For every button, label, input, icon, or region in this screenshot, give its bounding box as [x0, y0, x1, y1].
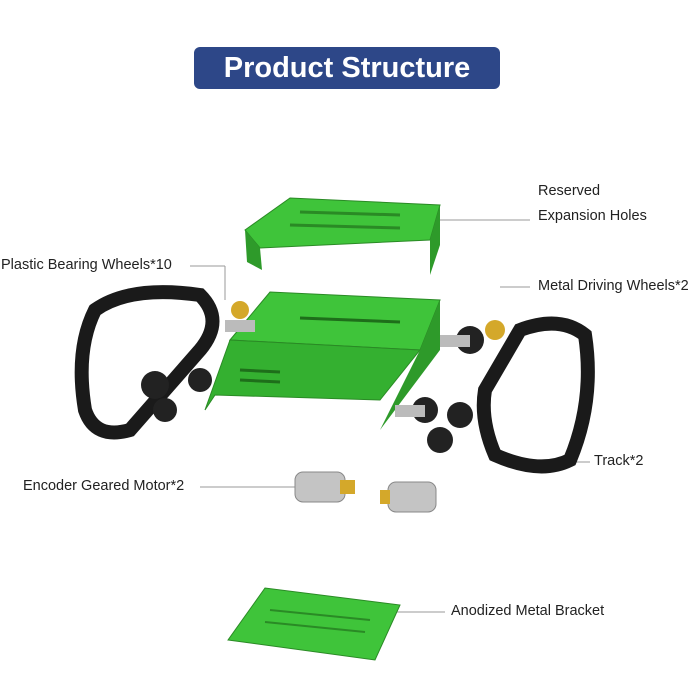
label-bracket: Anodized Metal Bracket	[451, 603, 605, 619]
bracket	[227, 587, 401, 661]
label-motor: Encoder Geared Motor*2	[23, 478, 185, 494]
axles	[225, 320, 470, 417]
label-expansion-holes: Expansion Holes	[538, 208, 647, 224]
left-track	[74, 285, 220, 440]
chassis	[204, 291, 441, 430]
label-track: Track*2	[594, 453, 644, 469]
wheels	[141, 326, 484, 453]
label-reserved: Reserved	[538, 183, 601, 199]
label-bearing-wheels: Plastic Bearing Wheels*10	[1, 257, 172, 273]
motors	[294, 471, 437, 513]
metal-driving-wheels	[231, 301, 505, 340]
right-track	[476, 316, 595, 474]
title-banner: Product Structure	[194, 47, 500, 89]
top-plate	[244, 197, 441, 275]
label-driving-wheels: Metal Driving Wheels*2	[538, 278, 689, 294]
